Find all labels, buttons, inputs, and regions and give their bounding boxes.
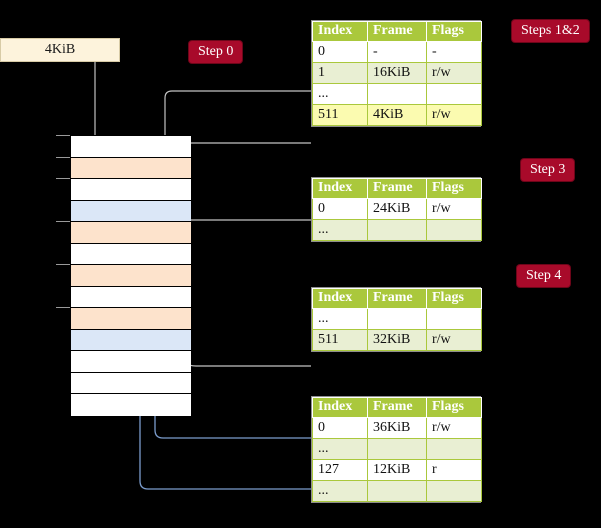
table-row: ... [312,438,482,460]
cell-flags: r/w [426,62,482,84]
memory-frame-2 [71,179,191,201]
memory-frame-9 [71,329,191,351]
cell-flags [426,219,482,241]
column-header-index: Index [312,397,368,418]
cell-flags [426,83,482,105]
cell-index: 127 [312,459,368,481]
physical-memory-column [70,135,191,416]
column-header-flags: Flags [426,397,482,418]
cell-index: ... [312,438,368,460]
cell-frame: - [367,41,427,63]
badge-step-3: Step 3 [521,159,575,181]
cell-index: ... [312,308,368,330]
table-row: 0-- [312,41,482,63]
memory-frame-0 [71,136,191,158]
memory-tick-2 [56,178,70,179]
column-header-frame: Frame [367,397,427,418]
memory-frame-10 [71,351,191,373]
memory-frame-7 [71,286,191,308]
memory-tick-6 [56,264,70,265]
table-row: ... [312,83,482,105]
cell-flags: - [426,41,482,63]
cell-index: 0 [312,41,368,63]
cell-flags: r/w [426,417,482,439]
cell-frame: 32KiB [367,329,427,351]
memory-frame-8 [71,308,191,330]
cell-frame [367,438,427,460]
badge-step-0: Step 0 [189,41,243,63]
badge-steps-1-2: Steps 1&2 [512,20,589,42]
memory-frame-1 [71,157,191,179]
cell-index: 0 [312,417,368,439]
cell-frame: 36KiB [367,417,427,439]
column-header-index: Index [312,288,368,309]
column-header-flags: Flags [426,178,482,199]
memory-tick-1 [56,156,70,158]
cell-index: ... [312,83,368,105]
column-header-flags: Flags [426,288,482,309]
column-header-frame: Frame [367,21,427,42]
cell-flags: r/w [426,329,482,351]
cell-flags [426,480,482,502]
memory-frame-4 [71,222,191,244]
cell-frame [367,83,427,105]
cell-index: ... [312,219,368,241]
cell-frame [367,219,427,241]
cell-frame: 16KiB [367,62,427,84]
virtual-page-box: 4KiB [0,38,120,62]
cell-frame [367,480,427,502]
table-row: ... [312,480,482,502]
cell-flags [426,308,482,330]
cell-flags: r/w [426,104,482,126]
cell-flags [426,438,482,460]
wire-step4-pt1b-to-memory [176,314,311,367]
column-header-index: Index [312,21,368,42]
column-header-index: Index [312,178,368,199]
cell-frame: 24KiB [367,198,427,220]
cell-flags: r/w [426,198,482,220]
memory-frame-5 [71,243,191,265]
cell-index: 0 [312,198,368,220]
column-header-flags: Flags [426,21,482,42]
memory-frame-6 [71,265,191,287]
memory-tick-4 [56,221,70,222]
cell-index: 511 [312,329,368,351]
memory-frame-11 [71,372,191,394]
memory-tick-8 [56,307,70,308]
table-row: ... [312,308,482,330]
cell-frame: 4KiB [367,104,427,126]
memory-frame-12 [71,394,191,416]
cell-flags: r [426,459,482,481]
cell-index: 1 [312,62,368,84]
memory-frame-3 [71,200,191,222]
column-header-frame: Frame [367,288,427,309]
column-header-frame: Frame [367,178,427,199]
cell-frame [367,308,427,330]
cell-index: ... [312,480,368,502]
cell-index: 511 [312,104,368,126]
table-row: ... [312,219,482,241]
badge-step-4: Step 4 [517,265,571,287]
cell-frame: 12KiB [367,459,427,481]
memory-tick-0 [56,135,70,136]
